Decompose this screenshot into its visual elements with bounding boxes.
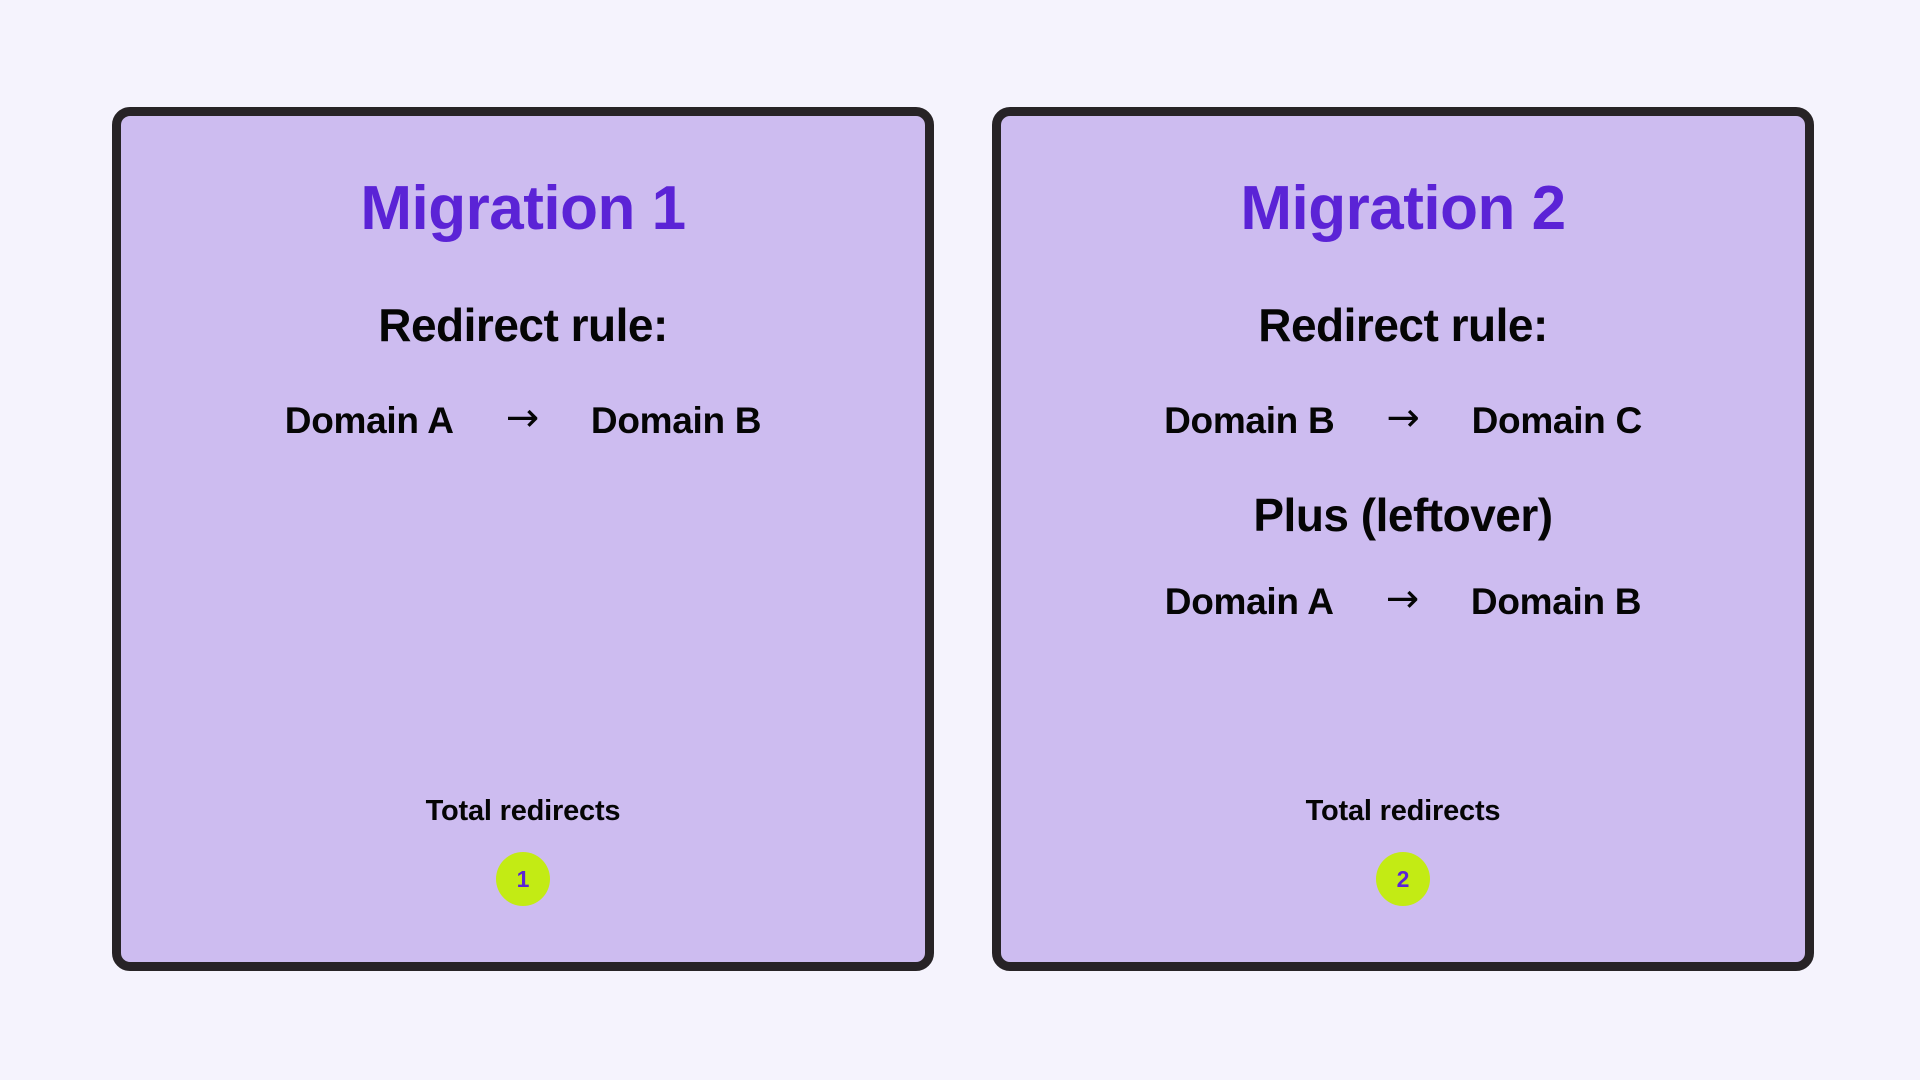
card-footer: Total redirects 1 (426, 797, 621, 906)
migration-card-1: Migration 1 Redirect rule: Domain A → Do… (112, 107, 934, 971)
total-redirects-badge: 1 (495, 852, 550, 906)
leftover-heading: Plus (leftover) (1253, 489, 1553, 541)
redirect-rule-row: Domain A → Domain B (284, 395, 762, 441)
total-redirects-badge: 2 (1375, 852, 1430, 906)
card-title: Migration 1 (360, 174, 686, 243)
leftover-source-domain-label: Domain A (1164, 580, 1334, 622)
card-title: Migration 2 (1240, 174, 1566, 243)
arrow-right-icon: → (505, 395, 540, 441)
total-redirects-label: Total redirects (1305, 795, 1501, 827)
arrow-right-icon: → (1386, 395, 1420, 441)
redirect-rule-row: Domain B → Domain C (1164, 395, 1643, 441)
migration-card-2: Migration 2 Redirect rule: Domain B → Do… (992, 107, 1814, 971)
leftover-rule-row: Domain A → Domain B (1164, 576, 1642, 622)
source-domain-label: Domain B (1164, 399, 1335, 441)
redirect-rule-heading: Redirect rule: (1258, 299, 1548, 351)
target-domain-label: Domain C (1471, 399, 1643, 441)
card-footer: Total redirects 2 (1306, 797, 1501, 906)
target-domain-label: Domain B (590, 399, 762, 441)
redirect-rule-heading: Redirect rule: (378, 299, 668, 351)
source-domain-label: Domain A (284, 399, 454, 441)
total-redirects-label: Total redirects (425, 795, 621, 827)
leftover-target-domain-label: Domain B (1470, 580, 1642, 622)
arrow-right-icon: → (1385, 576, 1420, 622)
